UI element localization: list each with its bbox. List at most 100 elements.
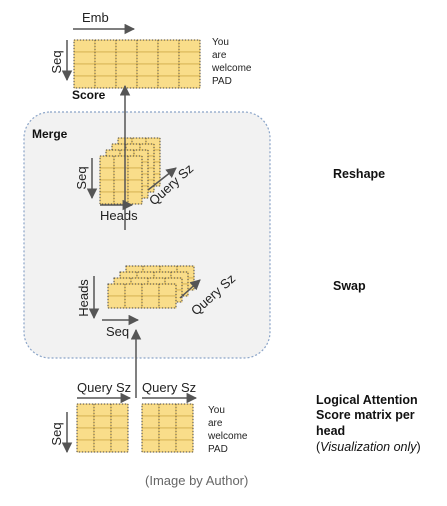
swap-matrix-stack — [107, 265, 195, 309]
matrix-cell — [73, 51, 96, 65]
logical-matrix-1 — [76, 403, 129, 453]
matrix-cell — [110, 427, 129, 441]
logical-note-close: ) — [417, 440, 421, 454]
matrix-cell — [175, 427, 194, 441]
logical-title-line-3: head — [316, 424, 345, 438]
matrix-cell — [175, 439, 194, 453]
matrix-cell — [76, 439, 95, 453]
logical-token-4: PAD — [208, 444, 228, 455]
matrix-cell — [113, 191, 129, 205]
score-matrix — [73, 39, 201, 89]
matrix-cell — [141, 439, 160, 453]
image-caption: (Image by Author) — [145, 473, 248, 488]
matrix-cell — [115, 63, 138, 77]
matrix-cell — [94, 51, 117, 65]
merge-box — [23, 111, 271, 359]
matrix-cell — [73, 63, 96, 77]
matrix-cell — [99, 167, 115, 181]
matrix-cell — [175, 415, 194, 429]
reshape-step-label: Reshape — [333, 167, 385, 181]
matrix-cell — [76, 403, 95, 417]
swap-section: Heads Seq Query Sz Swap — [76, 265, 366, 339]
score-matrix-grid — [73, 39, 201, 89]
matrix-cell — [141, 415, 160, 429]
swap-step-label: Swap — [333, 279, 366, 293]
matrix-cell — [73, 75, 96, 89]
matrix-cell — [115, 51, 138, 65]
score-title: Score — [72, 88, 106, 102]
logical-matrix-2-grid — [141, 403, 194, 453]
logical-matrix-1-grid — [76, 403, 129, 453]
matrix-cell — [113, 155, 129, 169]
matrix-cell — [157, 39, 180, 53]
matrix-cell — [158, 295, 177, 309]
matrix-cell — [136, 39, 159, 53]
matrix-cell — [107, 283, 126, 297]
matrix-cell — [141, 403, 160, 417]
matrix-cell — [127, 179, 143, 193]
score-token-2: are — [212, 50, 227, 61]
matrix-cell — [94, 39, 117, 53]
matrix-cell — [124, 283, 143, 297]
matrix-cell — [76, 427, 95, 441]
matrix-cell — [158, 439, 177, 453]
matrix-cell — [141, 283, 160, 297]
logical-title-line-1: Logical Attention — [316, 393, 418, 407]
swap-query-arrow — [179, 279, 201, 299]
logical-title-line-2: Score matrix per — [316, 408, 415, 422]
matrix-outline — [141, 403, 194, 453]
matrix-cell — [178, 39, 201, 53]
matrix-cell — [178, 63, 201, 77]
logical-query-label-1: Query Sz — [77, 380, 131, 395]
matrix-cell — [99, 191, 115, 205]
emb-label: Emb — [82, 10, 109, 25]
matrix-cell — [136, 51, 159, 65]
logical-token-2: are — [208, 418, 223, 429]
reshape-seq-label: Seq — [74, 166, 89, 189]
matrix-cell — [113, 179, 129, 193]
score-token-1: You — [212, 37, 229, 48]
swap-seq-label: Seq — [106, 324, 129, 339]
matrix-cell — [136, 63, 159, 77]
matrix-cell — [76, 415, 95, 429]
matrix-cell — [115, 39, 138, 53]
matrix-cell — [178, 51, 201, 65]
reshape-query-arrow — [147, 167, 177, 191]
logical-note: (Visualization only) — [316, 440, 421, 454]
matrix-cell — [127, 155, 143, 169]
matrix-cell — [110, 439, 129, 453]
matrix-cell — [178, 75, 201, 89]
logical-token-3: welcome — [207, 431, 248, 442]
score-token-3: welcome — [211, 63, 252, 74]
matrix-cell — [127, 191, 143, 205]
matrix-cell — [94, 75, 117, 89]
score-seq-label: Seq — [49, 50, 64, 73]
matrix-outline — [99, 155, 143, 205]
logical-note-italic: Visualization only — [320, 440, 417, 454]
matrix-cell — [93, 415, 112, 429]
matrix-cell — [107, 295, 126, 309]
matrix-cell — [158, 415, 177, 429]
matrix-cell — [141, 295, 160, 309]
matrix-cell — [73, 39, 96, 53]
logical-token-1: You — [208, 405, 225, 416]
matrix-cell — [115, 75, 138, 89]
score-token-4: PAD — [212, 76, 232, 87]
matrix-cell — [157, 75, 180, 89]
matrix-cell — [175, 403, 194, 417]
reshape-heads-label: Heads — [100, 208, 138, 223]
matrix-cell — [136, 75, 159, 89]
matrix-cell — [110, 415, 129, 429]
logical-matrix-2 — [141, 403, 194, 453]
matrix-outline — [76, 403, 129, 453]
logical-note-open: ( — [316, 440, 321, 454]
matrix-cell — [93, 427, 112, 441]
matrix-cell — [124, 295, 143, 309]
matrix-cell — [127, 167, 143, 181]
merge-title: Merge — [32, 127, 68, 141]
matrix-cell — [99, 179, 115, 193]
swap-heads-label: Heads — [76, 279, 91, 317]
matrix-cell — [157, 63, 180, 77]
matrix-cell — [93, 403, 112, 417]
